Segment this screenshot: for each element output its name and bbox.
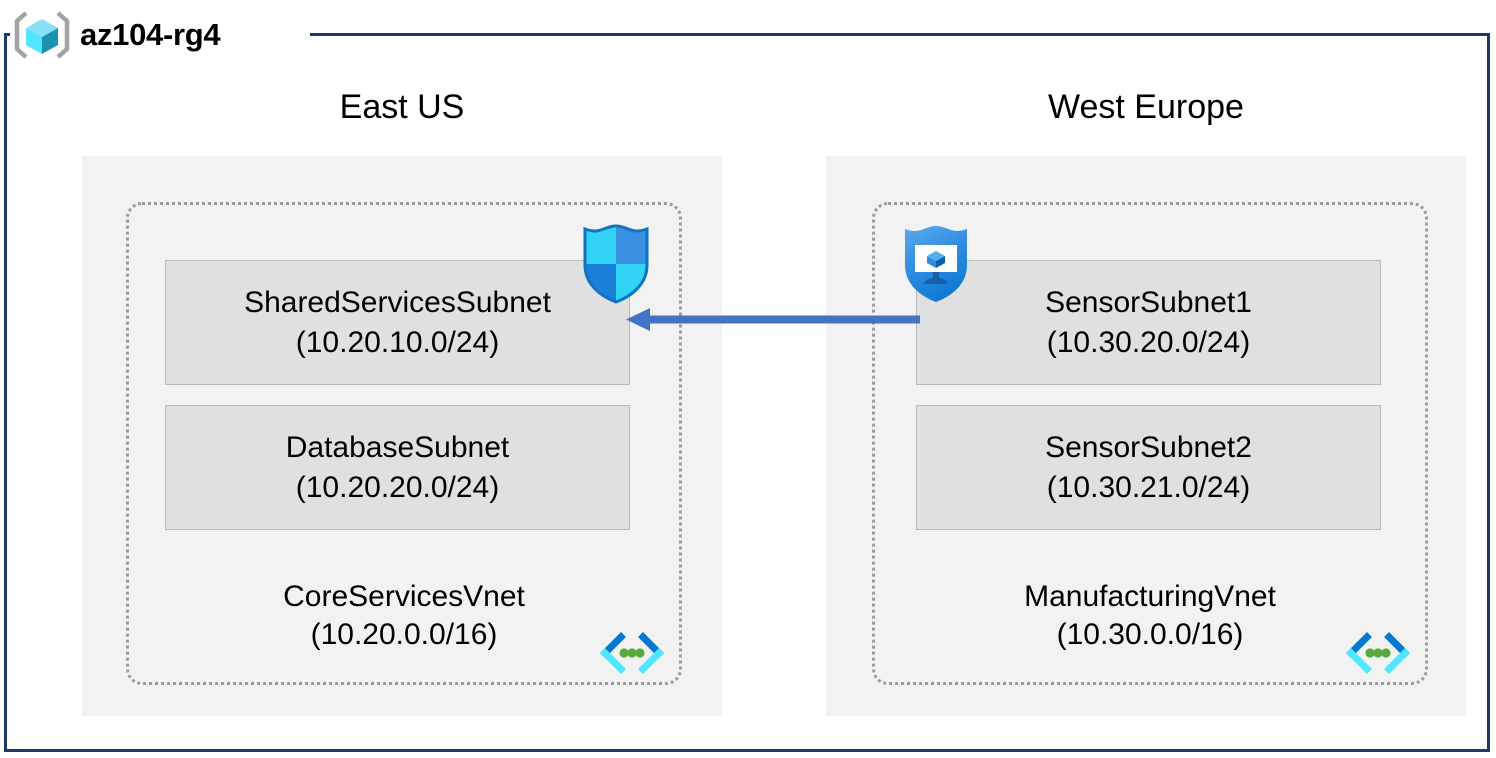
vnet-manufacturing-name: ManufacturingVnet bbox=[1024, 580, 1276, 613]
region-label-east-us: East US bbox=[339, 88, 465, 126]
resource-group-name: az104-rg4 bbox=[80, 17, 221, 52]
vnet-core-services-label: CoreServicesVnet (10.20.0.0/16) bbox=[129, 578, 679, 654]
subnet-database[interactable]: DatabaseSubnet (10.20.20.0/24) bbox=[165, 405, 630, 530]
virtual-network-icon bbox=[600, 632, 664, 674]
subnet-database-cidr: (10.20.20.0/24) bbox=[295, 470, 500, 504]
subnet-sensor-2-name: SensorSubnet2 bbox=[1045, 430, 1252, 464]
subnet-sensor-2-cidr: (10.30.21.0/24) bbox=[1046, 470, 1251, 504]
bastion-shield-monitor-icon bbox=[905, 226, 967, 302]
subnet-shared-services-cidr: (10.20.10.0/24) bbox=[295, 325, 500, 359]
vnet-core-services[interactable]: CoreServicesVnet (10.20.0.0/16) bbox=[126, 202, 682, 685]
virtual-network-icon bbox=[1346, 632, 1410, 674]
vnet-manufacturing-label: ManufacturingVnet (10.30.0.0/16) bbox=[875, 578, 1425, 654]
resource-group-frame bbox=[4, 33, 1490, 752]
vnet-manufacturing[interactable]: ManufacturingVnet (10.30.0.0/16) bbox=[872, 202, 1428, 685]
vnet-manufacturing-cidr: (10.30.0.0/16) bbox=[1056, 618, 1244, 651]
firewall-shield-icon bbox=[583, 224, 649, 304]
resource-group-cube-icon bbox=[14, 11, 70, 59]
vnet-peering-arrow bbox=[626, 308, 920, 331]
vnet-core-services-name: CoreServicesVnet bbox=[283, 580, 525, 613]
resource-group-title-mask bbox=[10, 14, 310, 56]
region-label-west-europe: West Europe bbox=[1048, 88, 1244, 126]
subnet-sensor-1-name: SensorSubnet1 bbox=[1045, 285, 1252, 319]
subnet-sensor-1[interactable]: SensorSubnet1 (10.30.20.0/24) bbox=[916, 260, 1381, 385]
subnet-sensor-1-cidr: (10.30.20.0/24) bbox=[1046, 325, 1251, 359]
subnet-sensor-2[interactable]: SensorSubnet2 (10.30.21.0/24) bbox=[916, 405, 1381, 530]
subnet-shared-services-name: SharedServicesSubnet bbox=[244, 285, 551, 319]
subnet-database-name: DatabaseSubnet bbox=[285, 430, 510, 464]
subnet-shared-services[interactable]: SharedServicesSubnet (10.20.10.0/24) bbox=[165, 260, 630, 385]
resource-group-header: az104-rg4 bbox=[12, 10, 221, 60]
vnet-core-services-cidr: (10.20.0.0/16) bbox=[310, 618, 498, 651]
